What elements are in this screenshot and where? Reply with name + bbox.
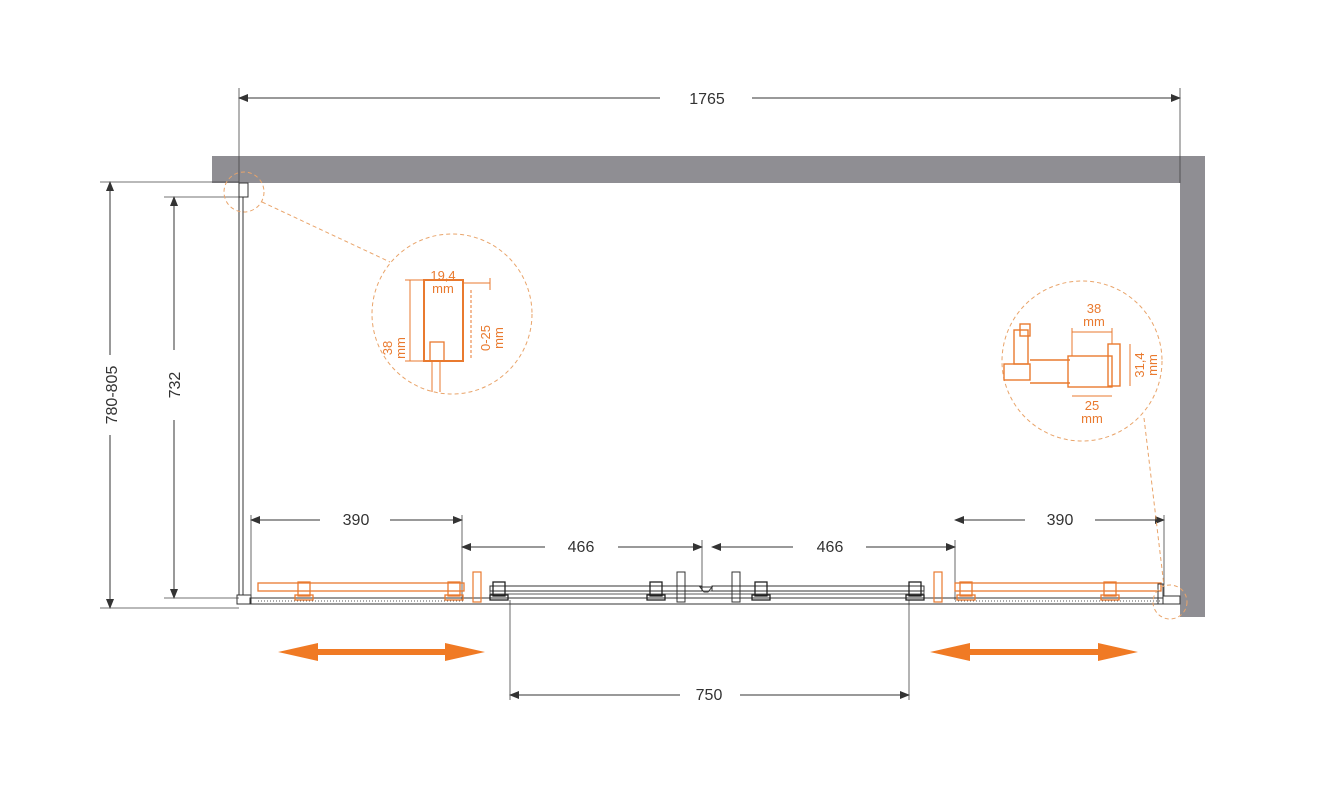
dim-inner-depth: 732	[167, 372, 184, 399]
detail-right-top: 38	[1087, 301, 1101, 316]
dim-right-panel: 390	[1047, 512, 1074, 529]
detail-right-top-unit: mm	[1083, 314, 1105, 329]
detail-left-height-unit: mm	[393, 337, 408, 359]
right-handle	[731, 571, 741, 603]
dim-opening: 750	[696, 687, 723, 704]
left-slide-arrow	[278, 643, 485, 661]
dim-left-door: 466	[568, 539, 595, 556]
walls	[212, 156, 1205, 617]
dimension-lines	[106, 94, 1181, 699]
left-door-glass	[489, 585, 703, 592]
sliding-panels	[249, 571, 1181, 605]
detail-left-callout	[223, 171, 533, 395]
right-slide-arrow	[930, 643, 1138, 661]
detail-right-bottom: 25	[1085, 398, 1099, 413]
detail-right-side-unit: mm	[1145, 354, 1160, 376]
detail-right-side: 31,4	[1132, 352, 1147, 377]
right-fixed-panel	[954, 582, 1162, 592]
dim-left-panel: 390	[343, 512, 370, 529]
dim-depth-range: 780-805	[104, 366, 121, 425]
left-wall-profile	[236, 182, 252, 605]
detail-right-bottom-unit: mm	[1081, 411, 1103, 426]
detail-left-width-unit: mm	[432, 281, 454, 296]
dim-right-door: 466	[817, 539, 844, 556]
detail-right-callout	[1001, 280, 1188, 620]
detail-left-adjust: 0-25	[478, 325, 493, 351]
dim-total-width: 1765	[689, 91, 725, 108]
left-handle	[676, 571, 686, 603]
right-door-glass	[711, 585, 925, 592]
detail-left-height: 38	[380, 341, 395, 355]
detail-left-width: 19,4	[430, 268, 455, 283]
left-fixed-panel	[257, 582, 465, 592]
detail-left-adjust-unit: mm	[491, 327, 506, 349]
